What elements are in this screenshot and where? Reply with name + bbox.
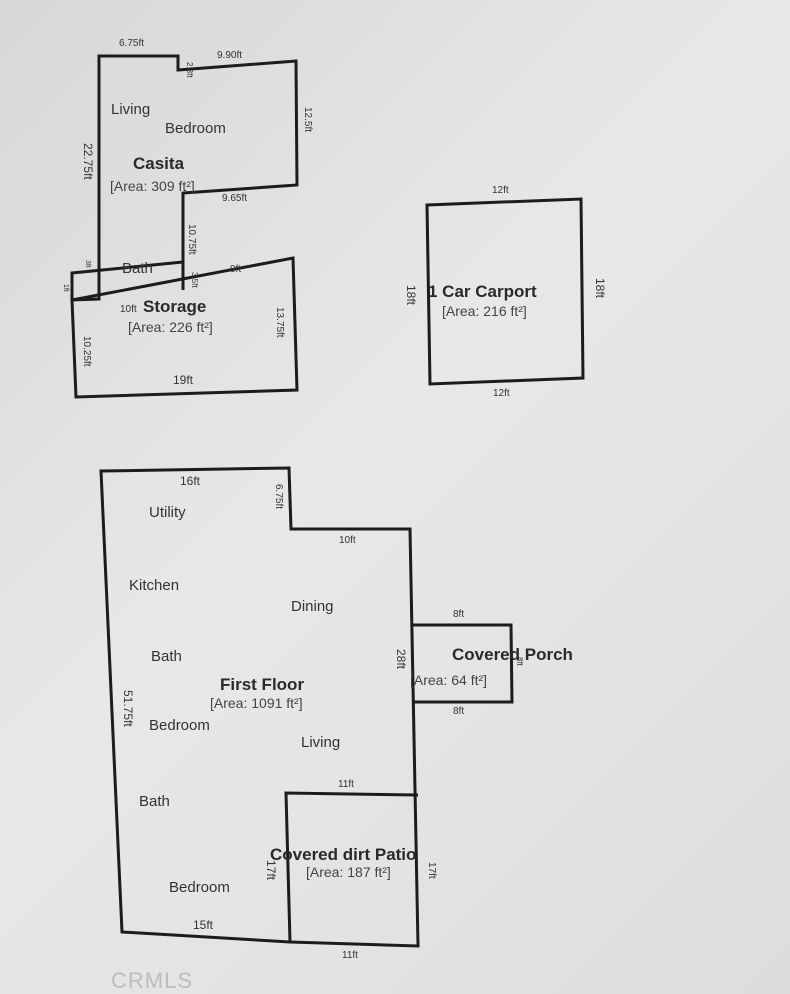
patio-area: [Area: 187 ft²] [306,864,391,880]
carport-area: [Area: 216 ft²] [442,303,527,319]
casita-dim-tiny: 1ft [62,284,69,292]
porch-dim-right: 8ft [515,657,524,667]
casita-dim-neck: 10.75ft [186,224,197,255]
ff-room-dining: Dining [291,598,334,615]
storage-dim-bottom: 19ft [173,373,194,387]
storage-title: Storage [143,297,206,316]
casita-dim-inner: 9.65ft [222,193,247,204]
patio-room: Covered dirt Patio [Area: 187 ft²] 11ft … [264,779,437,961]
ff-dim-step: 6.75ft [273,484,284,509]
first-floor-title: First Floor [220,675,304,694]
storage-area: [Area: 226 ft²] [128,319,213,335]
porch-outline [411,623,514,704]
casita-dim-small-b: 3.5ft [190,272,199,288]
patio-title: Covered dirt Patio [270,845,416,864]
carport-outline [425,197,585,386]
porch-area: [Area: 64 ft²] [410,672,487,688]
first-floor-area: [Area: 1091 ft²] [210,695,303,711]
ff-dim-top-right: 10ft [339,535,356,546]
porch-dim-top: 8ft [453,609,464,620]
first-floor-building: Utility Kitchen Dining Bath First Floor … [99,466,514,948]
ff-room-utility: Utility [149,504,186,521]
ff-dim-left: 51.75ft [121,690,135,727]
carport-dim-bottom: 12ft [493,388,510,399]
ff-dim-bottom: 15ft [193,918,214,932]
ff-room-kitchen: Kitchen [129,577,179,594]
casita-room-bedroom: Bedroom [165,120,226,137]
ff-dim-top: 16ft [180,474,201,488]
ff-room-bath-1: Bath [151,648,182,665]
ff-room-bath-2: Bath [139,793,170,810]
storage-dim-right: 13.75ft [274,307,285,338]
ff-room-living: Living [301,734,340,751]
storage-dim-top: 9ft [230,264,241,275]
casita-building: Living Bedroom Casita [Area: 309 ft²] Ba… [62,38,313,399]
carport-title: 1 Car Carport [428,282,537,301]
storage-dim-left-top: 10ft [120,304,137,315]
carport-building: 1 Car Carport [Area: 216 ft²] 12ft 12ft … [404,185,607,399]
patio-dim-top: 11ft [338,779,354,790]
carport-dim-left: 18ft [404,285,418,306]
patio-dim-right: 17ft [426,862,437,879]
ff-room-bedroom-2: Bedroom [169,879,230,896]
ff-dim-right: 28ft [394,649,408,670]
casita-dim-step: 2.3ft [185,62,194,78]
carport-dim-right: 18ft [593,278,607,299]
casita-dim-right: 12.5ft [302,107,313,132]
casita-dim-top-right: 9.90ft [217,50,242,61]
casita-title: Casita [133,154,185,173]
patio-dim-bottom: 11ft [342,950,358,961]
casita-dim-top-left: 6.75ft [119,38,144,49]
casita-area: [Area: 309 ft²] [110,178,195,194]
carport-dim-top: 12ft [492,185,509,196]
storage-dim-left: 10.25ft [81,336,92,367]
storage-room: Storage [Area: 226 ft²] 9ft 10ft 13.75ft… [81,264,285,387]
casita-dim-small-a: 3ft [84,260,91,268]
patio-dim-left: 17ft [264,860,278,881]
porch-room: Covered Porch [Area: 64 ft²] 8ft 8ft 8ft [410,609,573,717]
casita-room-living: Living [111,101,150,118]
patio-outline [284,791,419,943]
storage-outline [70,256,299,399]
first-floor-outline [99,466,420,948]
porch-title: Covered Porch [452,645,573,664]
watermark-text: CRMLS [111,968,193,993]
casita-room-bath: Bath [122,260,153,277]
ff-room-bedroom-1: Bedroom [149,717,210,734]
porch-dim-bottom: 8ft [453,706,464,717]
casita-dim-left: 22.75ft [81,143,95,180]
